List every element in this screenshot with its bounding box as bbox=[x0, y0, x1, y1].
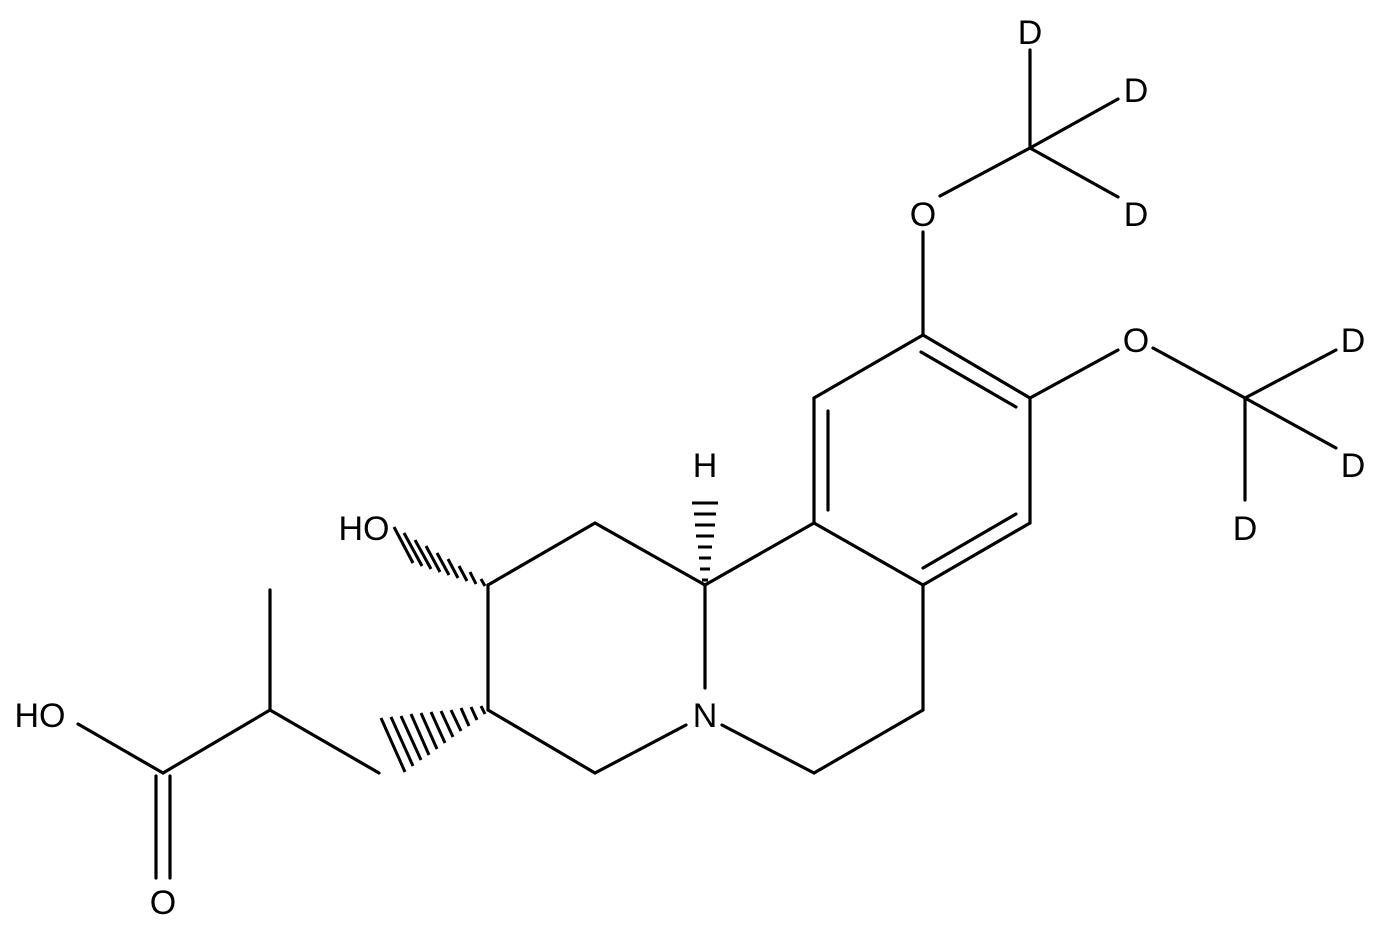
bond bbox=[268, 708, 381, 775]
bond bbox=[1028, 146, 1120, 199]
hash-line bbox=[457, 565, 469, 582]
ring-c bbox=[486, 521, 707, 775]
bond bbox=[919, 350, 1018, 409]
bond bbox=[703, 521, 816, 587]
deuterium-label: D bbox=[1341, 447, 1366, 485]
bond bbox=[720, 723, 816, 775]
bond bbox=[486, 521, 597, 587]
hash-line bbox=[446, 558, 460, 579]
hash-line bbox=[402, 532, 424, 567]
oxygen-label: O bbox=[1123, 322, 1149, 360]
acid-hydroxyl-label: HO bbox=[15, 697, 66, 735]
deuterium-label: D bbox=[1124, 72, 1149, 110]
deuterium-label: D bbox=[1341, 322, 1366, 360]
hash-line bbox=[413, 539, 433, 570]
hash-line bbox=[409, 713, 431, 756]
bond bbox=[812, 708, 925, 775]
hash-line bbox=[449, 709, 463, 732]
hash-line bbox=[399, 715, 423, 761]
bond bbox=[812, 333, 925, 400]
hash-line bbox=[439, 710, 455, 738]
bond bbox=[593, 521, 707, 587]
hash-line bbox=[468, 571, 478, 585]
hash-line bbox=[429, 711, 447, 744]
deuterium-label: D bbox=[1124, 196, 1149, 234]
bond bbox=[1028, 97, 1120, 150]
hash-line bbox=[424, 545, 442, 573]
carbonyl-oxygen-label: O bbox=[150, 884, 176, 922]
stereo-hash-sidechain bbox=[379, 705, 487, 773]
bond bbox=[593, 723, 688, 775]
hash-line bbox=[479, 705, 487, 715]
bond bbox=[161, 708, 272, 775]
bond bbox=[921, 521, 1032, 587]
bond bbox=[1151, 346, 1247, 400]
hash-line bbox=[469, 706, 479, 721]
bond bbox=[921, 512, 1018, 570]
hash-line bbox=[419, 712, 439, 750]
methoxy-top bbox=[921, 48, 1120, 337]
bond bbox=[1028, 348, 1120, 400]
nitrogen-label: N bbox=[693, 697, 718, 735]
bond bbox=[76, 722, 165, 775]
deuterium-label: D bbox=[1233, 510, 1258, 548]
methoxy-right bbox=[1028, 346, 1338, 502]
side-chain bbox=[76, 588, 381, 880]
hash-line bbox=[459, 707, 471, 727]
deuterium-label: D bbox=[1018, 14, 1043, 52]
oxygen-label: O bbox=[910, 196, 936, 234]
hydrogen-label: H bbox=[693, 447, 718, 485]
bond bbox=[921, 333, 1032, 400]
hash-line bbox=[389, 716, 415, 767]
bond bbox=[486, 708, 597, 775]
stereo-hash-h bbox=[692, 501, 718, 582]
bond bbox=[1243, 348, 1338, 400]
hash-line bbox=[379, 717, 407, 773]
bond bbox=[1243, 396, 1338, 450]
bond bbox=[938, 146, 1032, 198]
hash-line bbox=[392, 526, 415, 564]
bond bbox=[812, 521, 925, 587]
hydroxyl-label: HO bbox=[339, 510, 390, 548]
hash-line bbox=[435, 552, 451, 576]
stereo-hash-oh bbox=[392, 526, 487, 587]
hash-line bbox=[479, 578, 487, 587]
ring-b bbox=[703, 521, 925, 775]
benzene-ring bbox=[812, 333, 1032, 587]
